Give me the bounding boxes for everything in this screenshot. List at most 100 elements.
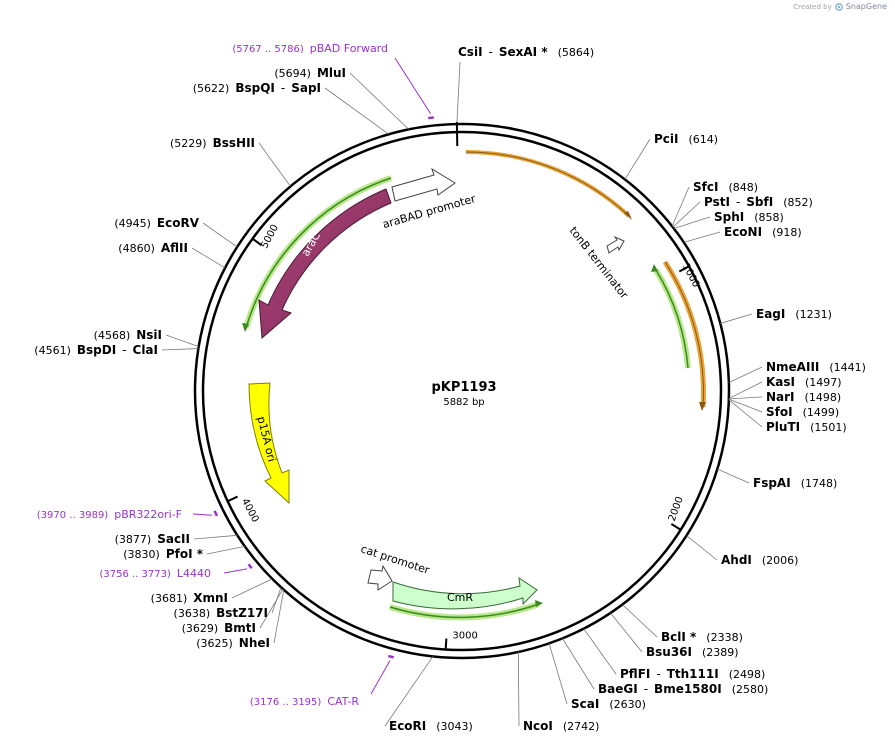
site-label-nhei: (3625)NheI xyxy=(196,636,270,650)
site-label-psti: PstI-SbfI(852) xyxy=(704,195,813,209)
backbone-inner-ring xyxy=(201,130,723,652)
site-label-csii: CsiI-SexAI *(5864) xyxy=(458,45,594,59)
orf-arc-right-head xyxy=(699,402,706,411)
tonb-terminator-feature xyxy=(606,235,625,254)
orf-arc-right-edge xyxy=(664,261,704,408)
tick-label: 4000 xyxy=(239,497,261,525)
site-leader-nari xyxy=(728,396,763,400)
p15a-ori-feature xyxy=(248,382,290,505)
site-leader-ecorv xyxy=(202,222,238,248)
cat-promoter-feature xyxy=(367,564,393,591)
site-leader-bsshii xyxy=(258,142,291,187)
site-leader-bcli xyxy=(622,604,658,638)
cat-r-primer-leader xyxy=(370,660,391,695)
orf-arc-green-right-head xyxy=(651,264,658,272)
site-leader-bstz17i xyxy=(271,587,282,614)
tick-mark xyxy=(252,238,262,246)
site-label-pluti: PluTI(1501) xyxy=(766,420,847,434)
site-leader-bsu36i xyxy=(610,612,643,653)
orf-arc-green-left-head xyxy=(242,323,249,332)
site-leader-mlui xyxy=(349,72,410,130)
cat-r-primer-label: (3176 .. 3195)CAT-R xyxy=(250,695,359,708)
plasmid-size: 5882 bp xyxy=(443,397,484,408)
site-label-ahdi: AhdI(2006) xyxy=(721,553,798,567)
site-leader-pluti xyxy=(728,399,763,428)
site-leader-kasi xyxy=(728,381,763,399)
site-leader-ncoi xyxy=(517,651,520,727)
snapgene-logo-icon xyxy=(834,2,843,11)
orf-arc-top-head xyxy=(624,211,632,220)
site-label-econi: EcoNI(918) xyxy=(724,225,802,239)
site-label-ncoi: NcoI(2742) xyxy=(523,719,599,733)
site-leader-sphi xyxy=(673,216,711,229)
orf-arc-green-right-core xyxy=(655,269,689,369)
site-leader-psti xyxy=(672,201,701,228)
site-label-scai: ScaI(2630) xyxy=(571,697,646,711)
site-label-sfci: SfcI(848) xyxy=(693,180,758,194)
orf-arc-top-edge xyxy=(465,151,630,217)
arabad-promoter-feature xyxy=(391,167,456,202)
site-leader-baegi xyxy=(562,638,595,690)
site-label-xmni: (3681)XmnI xyxy=(151,591,228,605)
site-leader-sfci xyxy=(671,186,690,227)
site-label-bmti: (3629)BmtI xyxy=(182,621,256,635)
plasmid-center-label: pKP1193 5882 bp xyxy=(431,380,496,408)
site-label-pcii: PciI(614) xyxy=(654,132,718,146)
site-label-baegi: BaeGI-Bme1580I(2580) xyxy=(598,682,768,696)
site-leader-nmeaiii xyxy=(728,366,763,383)
site-leader-nsii xyxy=(165,334,199,347)
orf-arc-top xyxy=(465,149,631,218)
pbad-forward-primer-mark xyxy=(428,116,434,120)
site-label-bsshii: (5229)BssHII xyxy=(170,136,255,150)
site-leader-bspqi xyxy=(324,87,390,135)
site-label-ecorv: (4945)EcoRV xyxy=(114,216,199,230)
site-label-bsu36i: Bsu36I(2389) xyxy=(646,645,739,659)
features-layer xyxy=(242,149,706,621)
site-label-nari: NarI(1498) xyxy=(766,390,841,404)
site-leader-xmni xyxy=(231,578,273,599)
pbr322ori-f-primer-leader xyxy=(192,513,213,516)
tick-mark xyxy=(228,495,239,502)
sites-layer: CsiI-SexAI *(5864) PciI(614) SfcI(848)PstI… xyxy=(34,45,866,733)
site-leader-bmti xyxy=(259,588,284,629)
site-label-nsii: (4568)NsiI xyxy=(94,328,162,342)
l4440-primer-leader xyxy=(223,568,248,574)
site-leader-econi xyxy=(683,231,721,243)
orf-arc-green-left-core xyxy=(245,177,392,329)
site-label-bspqi: (5622)BspQI-SapI xyxy=(193,81,321,95)
created-by-text: Created by xyxy=(793,2,832,11)
site-label-fspai: FspAI(1748) xyxy=(753,476,837,490)
site-leader-fspai xyxy=(717,468,750,484)
site-label-eagi: EagI(1231) xyxy=(756,307,832,321)
primers-layer: (5767 .. 5786)pBAD Forward (3970 .. 3989)… xyxy=(37,42,434,708)
orf-arc-green-bottom-head xyxy=(535,600,543,607)
site-label-pfoi: (3830)PfoI * xyxy=(123,547,203,561)
l4440-primer-mark xyxy=(247,563,253,570)
site-label-bcli: BclI *(2338) xyxy=(661,630,743,644)
tick-mark xyxy=(444,638,448,649)
site-leader-scai xyxy=(548,643,568,705)
site-leader-pflfi xyxy=(583,628,617,675)
snapgene-brand: Created by SnapGene xyxy=(793,2,887,11)
pbr322ori-f-primer-label: (3970 .. 3989)pBR322ori-F xyxy=(37,508,182,521)
orf-arc-green-bottom-core xyxy=(389,603,540,619)
site-leader-csii xyxy=(456,61,461,125)
site-label-ecori: EcoRI(3043) xyxy=(389,719,473,733)
plasmid-name: pKP1193 xyxy=(431,380,496,395)
site-leader-bspdi xyxy=(161,348,199,351)
tick-label: 2000 xyxy=(667,495,686,523)
site-label-kasi: KasI(1497) xyxy=(766,375,842,389)
cat-r-primer-mark xyxy=(387,654,395,659)
pbad-forward-primer-label: (5767 .. 5786)pBAD Forward xyxy=(232,42,388,55)
site-label-nmeaiii: NmeAIII(1441) xyxy=(766,360,866,374)
site-leader-sacii xyxy=(193,534,238,540)
site-leader-ecori xyxy=(384,656,434,727)
site-label-sacii: (3877)SacII xyxy=(115,532,190,546)
site-label-pflfi: PflFI-Tth111I(2498) xyxy=(620,667,765,681)
site-label-bstz17i: (3638)BstZ17I xyxy=(174,606,268,620)
backbone-outer-ring xyxy=(193,122,731,660)
site-label-sphi: SphI(858) xyxy=(714,210,784,224)
tick-mark xyxy=(670,523,681,531)
snapgene-logo-text: SnapGene xyxy=(845,2,887,11)
arac-feature xyxy=(258,188,392,340)
